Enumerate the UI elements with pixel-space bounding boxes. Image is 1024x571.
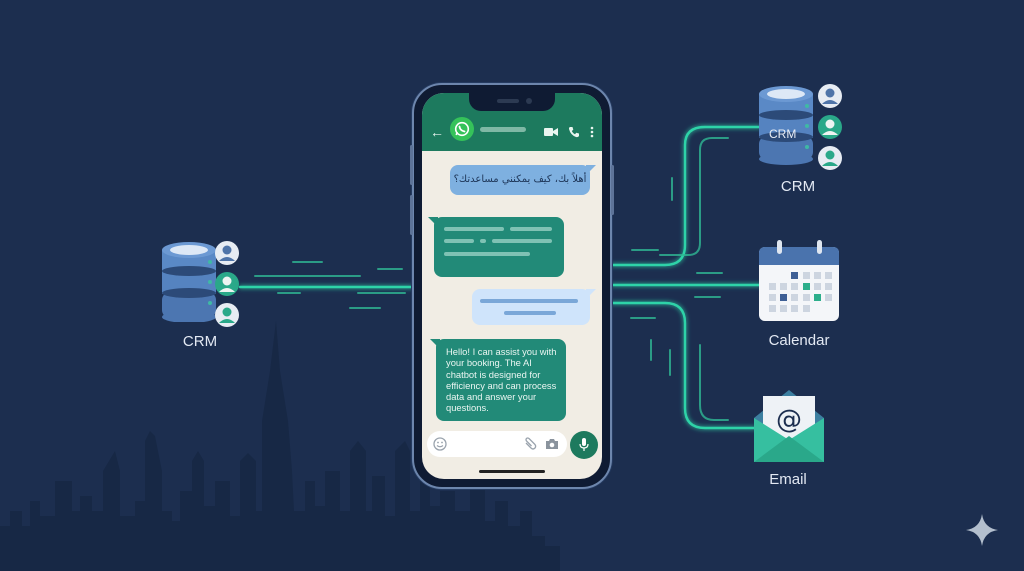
left-crm-node bbox=[160, 240, 242, 330]
phone-call-icon[interactable] bbox=[568, 126, 580, 138]
calendar-label: Calendar bbox=[768, 332, 830, 349]
message-input[interactable] bbox=[427, 431, 567, 457]
contact-name-placeholder[interactable] bbox=[480, 127, 526, 132]
at-sign-glyph: @ bbox=[776, 405, 802, 435]
phone-side-button bbox=[611, 165, 614, 215]
user-avatar-icon bbox=[215, 272, 239, 296]
phone-screen: ← أهلاً بك، كيف يمكنني مساعدتك؟ bbox=[422, 93, 602, 479]
chat-header: ← bbox=[422, 93, 602, 151]
email-envelope-icon: @ bbox=[754, 390, 824, 462]
microphone-button[interactable] bbox=[570, 431, 598, 459]
arrow-left-icon[interactable]: ← bbox=[430, 124, 444, 140]
right-crm-node: CRM bbox=[757, 84, 847, 174]
message-bubble-incoming bbox=[428, 217, 564, 277]
video-call-icon[interactable] bbox=[544, 127, 558, 137]
paperclip-icon[interactable] bbox=[523, 437, 537, 451]
sparkle-icon bbox=[966, 514, 998, 546]
home-indicator bbox=[479, 470, 545, 473]
database-icon bbox=[162, 242, 216, 323]
email-label: Email bbox=[769, 471, 807, 488]
user-avatar-icon bbox=[818, 146, 842, 170]
message-bubble-incoming: Hello! I can assist you with your bookin… bbox=[430, 339, 566, 421]
phone-side-button bbox=[410, 195, 413, 235]
message-bubble-outgoing: أهلاً بك، كيف يمكنني مساعدتك؟ bbox=[450, 165, 596, 195]
smartphone: ← أهلاً بك، كيف يمكنني مساعدتك؟ bbox=[410, 83, 614, 489]
phone-side-button bbox=[410, 145, 413, 185]
emoji-icon[interactable] bbox=[433, 437, 447, 451]
whatsapp-logo-icon bbox=[450, 117, 474, 141]
user-avatar-icon bbox=[215, 241, 239, 265]
user-avatar-icon bbox=[818, 84, 842, 108]
user-avatar-icon bbox=[818, 115, 842, 139]
more-vertical-icon[interactable] bbox=[590, 126, 594, 138]
crm-inner-text: CRM bbox=[769, 127, 797, 141]
user-avatar-icon bbox=[215, 303, 239, 327]
message-bubble-outgoing bbox=[472, 289, 596, 325]
right-crm-label: CRM bbox=[780, 178, 816, 195]
city-skyline bbox=[0, 321, 560, 571]
left-crm-label: CRM bbox=[182, 333, 218, 350]
phone-notch bbox=[469, 93, 555, 111]
camera-icon[interactable] bbox=[545, 438, 559, 450]
database-icon bbox=[759, 86, 813, 165]
calendar-icon bbox=[759, 240, 839, 321]
microphone-icon bbox=[579, 438, 589, 451]
